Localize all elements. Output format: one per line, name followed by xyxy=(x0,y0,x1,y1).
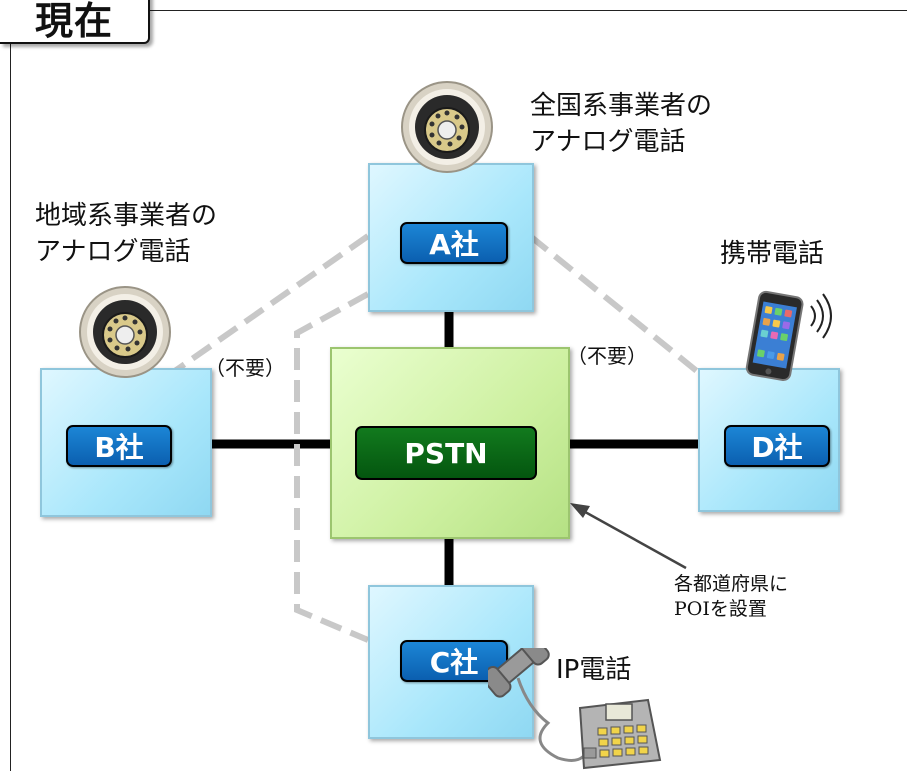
ip-caption: IP電話 xyxy=(556,655,632,685)
dashed-a-d xyxy=(528,233,700,375)
regional-caption-line1: 地域系事業者の xyxy=(35,201,218,231)
company-c-label: C社 xyxy=(400,640,508,682)
national-caption-line2: アナログ電話 xyxy=(530,127,686,157)
regional-caption-line2: アナログ電話 xyxy=(35,237,191,267)
dashed-a-c xyxy=(294,291,370,643)
rotary-phone-icon xyxy=(401,81,493,173)
company-b-label: B社 xyxy=(66,425,172,467)
poi-caption-line1: 各都道府県に xyxy=(674,573,789,595)
national-caption: 全国系事業者の アナログ電話 xyxy=(530,88,712,160)
title-box: 現在 xyxy=(0,0,150,44)
poi-caption: 各都道府県に POIを設置 xyxy=(674,572,788,622)
rotary-phone-icon xyxy=(79,286,171,378)
unneeded-right-label: （不要） xyxy=(567,344,647,368)
frame-top-border xyxy=(150,10,907,11)
poi-caption-line2: POIを設置 xyxy=(674,598,767,620)
regional-caption: 地域系事業者の アナログ電話 xyxy=(35,198,217,270)
mobile-phone-icon xyxy=(745,290,832,382)
company-a-label: A社 xyxy=(400,222,508,264)
mobile-caption: 携帯電話 xyxy=(720,239,825,269)
dashed-a-b xyxy=(170,233,370,376)
pstn-label: PSTN xyxy=(355,426,537,480)
company-d-label: D社 xyxy=(724,425,830,467)
ip-phone-icon xyxy=(488,648,662,770)
national-caption-line1: 全国系事業者の xyxy=(530,91,713,121)
frame-left-border xyxy=(10,0,11,771)
unneeded-left-label: （不要） xyxy=(205,356,285,380)
page-title: 現在 xyxy=(34,0,113,43)
arrow-icon xyxy=(570,503,687,570)
